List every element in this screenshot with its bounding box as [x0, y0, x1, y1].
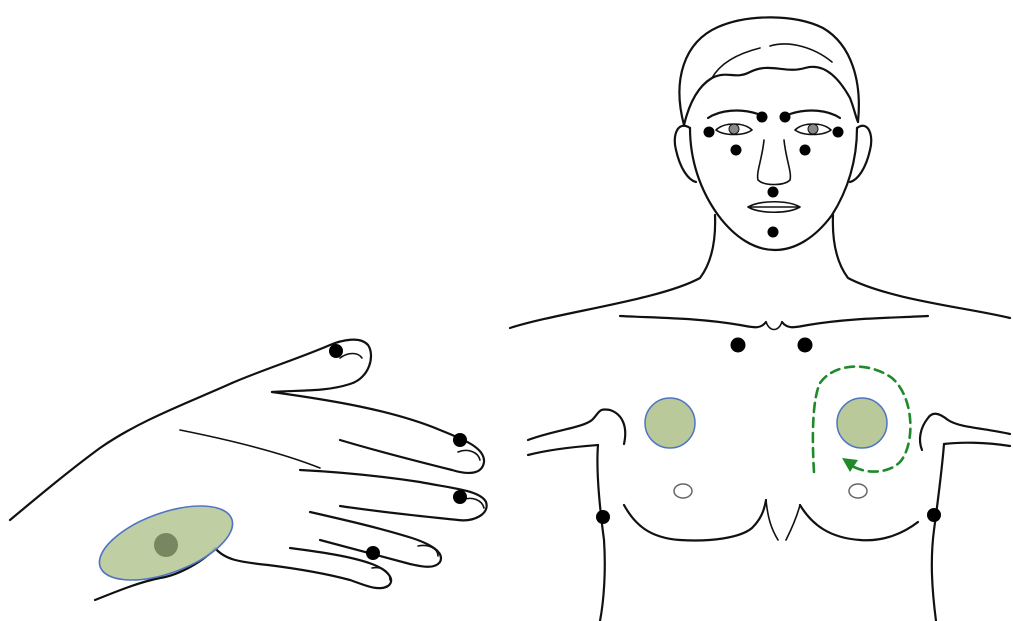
hand-points — [329, 344, 467, 560]
chest-massage-zones — [645, 398, 887, 448]
left-nipple — [674, 484, 692, 498]
torso-outline — [528, 316, 1010, 621]
point-marker — [833, 127, 844, 138]
right-collarbone — [782, 316, 928, 327]
nose — [758, 140, 791, 185]
left-shoulder — [528, 409, 625, 444]
mouth — [748, 202, 800, 213]
hand-back — [10, 383, 232, 520]
point-marker — [927, 508, 941, 522]
right-eyebrow — [790, 111, 840, 118]
point-marker — [453, 433, 467, 447]
massage-zone-left — [645, 398, 695, 448]
right-ear — [850, 126, 871, 182]
point-marker — [731, 338, 746, 353]
point-marker — [366, 546, 380, 560]
left-side — [597, 445, 604, 621]
head-outline — [510, 17, 1010, 328]
wrist-massage-zone — [90, 491, 242, 595]
point-marker — [596, 510, 610, 524]
point-marker — [329, 344, 343, 358]
point-marker — [731, 145, 742, 156]
hair — [679, 17, 858, 125]
right-side — [932, 444, 944, 621]
left-eyebrow — [708, 111, 758, 118]
left-pectoral — [624, 500, 766, 541]
face-points — [704, 112, 844, 238]
left-collarbone — [620, 316, 766, 327]
point-marker — [768, 227, 779, 238]
thumb — [232, 340, 371, 392]
wrist-point-marker — [154, 533, 178, 557]
massage-zone-right — [837, 398, 887, 448]
point-marker — [798, 338, 813, 353]
point-marker — [757, 112, 768, 123]
neck-left — [510, 215, 715, 328]
neck-right — [833, 215, 1010, 318]
point-marker — [800, 145, 811, 156]
point-marker — [780, 112, 791, 123]
hand-outline — [10, 340, 487, 600]
right-nipple — [849, 484, 867, 498]
point-marker — [453, 490, 467, 504]
index-finger — [272, 392, 484, 473]
point-marker — [704, 127, 715, 138]
right-pectoral — [800, 505, 918, 540]
point-marker — [768, 187, 779, 198]
